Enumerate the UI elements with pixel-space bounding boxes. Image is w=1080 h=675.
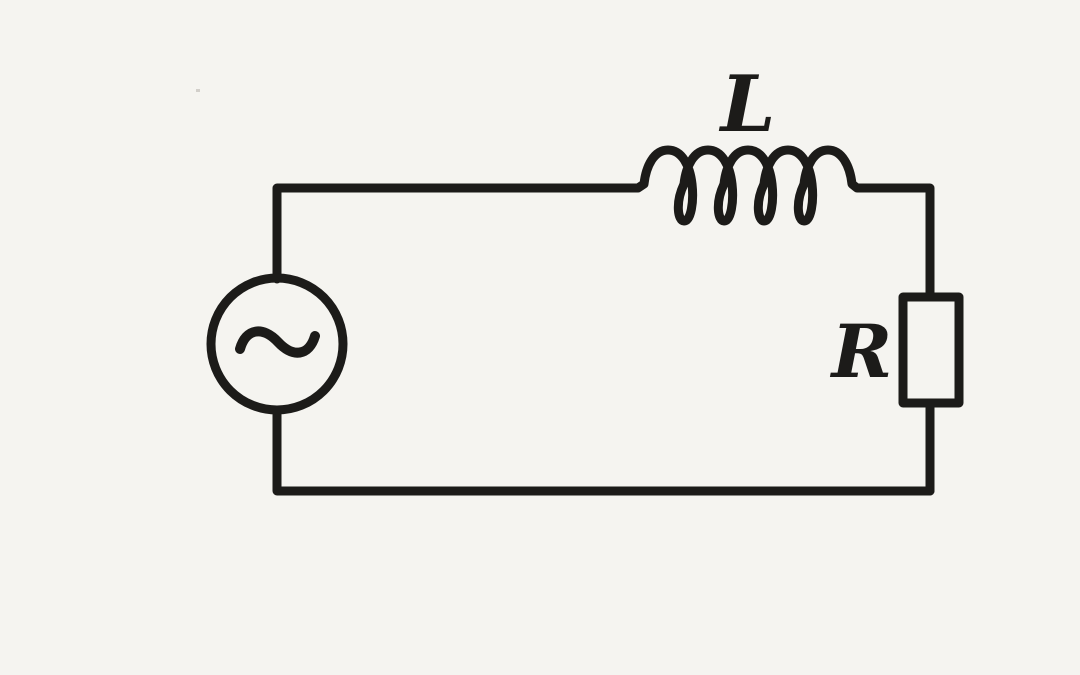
ac-source-circle <box>206 273 348 415</box>
inductor-branch <box>272 145 935 302</box>
sine-wave-icon <box>235 326 320 358</box>
resistor-component <box>898 292 964 496</box>
top-wire-and-inductor-coil <box>272 145 935 302</box>
bottom-wire <box>272 405 935 496</box>
ac-source-symbol <box>206 273 348 415</box>
paper-speck <box>196 89 200 92</box>
inductor-label: L <box>719 59 776 150</box>
resistor-label: R <box>830 309 893 395</box>
